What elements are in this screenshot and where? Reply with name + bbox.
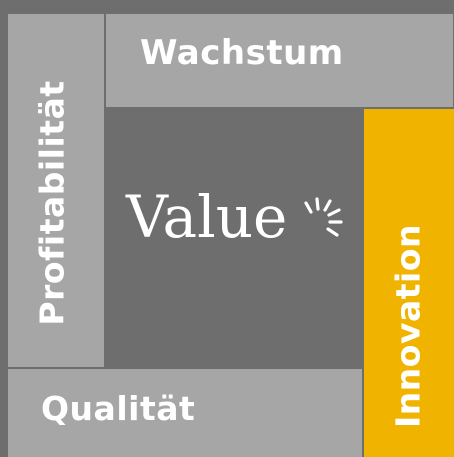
profitability-label: Profitabilität: [32, 80, 72, 326]
value-center-panel: [106, 109, 362, 367]
quality-panel: [8, 369, 362, 457]
innovation-label: Innovation: [388, 224, 428, 428]
profitability-panel: [8, 14, 104, 367]
innovation-panel: [364, 109, 454, 457]
value-label: Value: [126, 183, 288, 251]
growth-label: Wachstum: [140, 33, 344, 73]
growth-panel: [106, 14, 453, 107]
sparkle-icon: [304, 197, 343, 237]
quality-label: Qualität: [41, 389, 196, 428]
